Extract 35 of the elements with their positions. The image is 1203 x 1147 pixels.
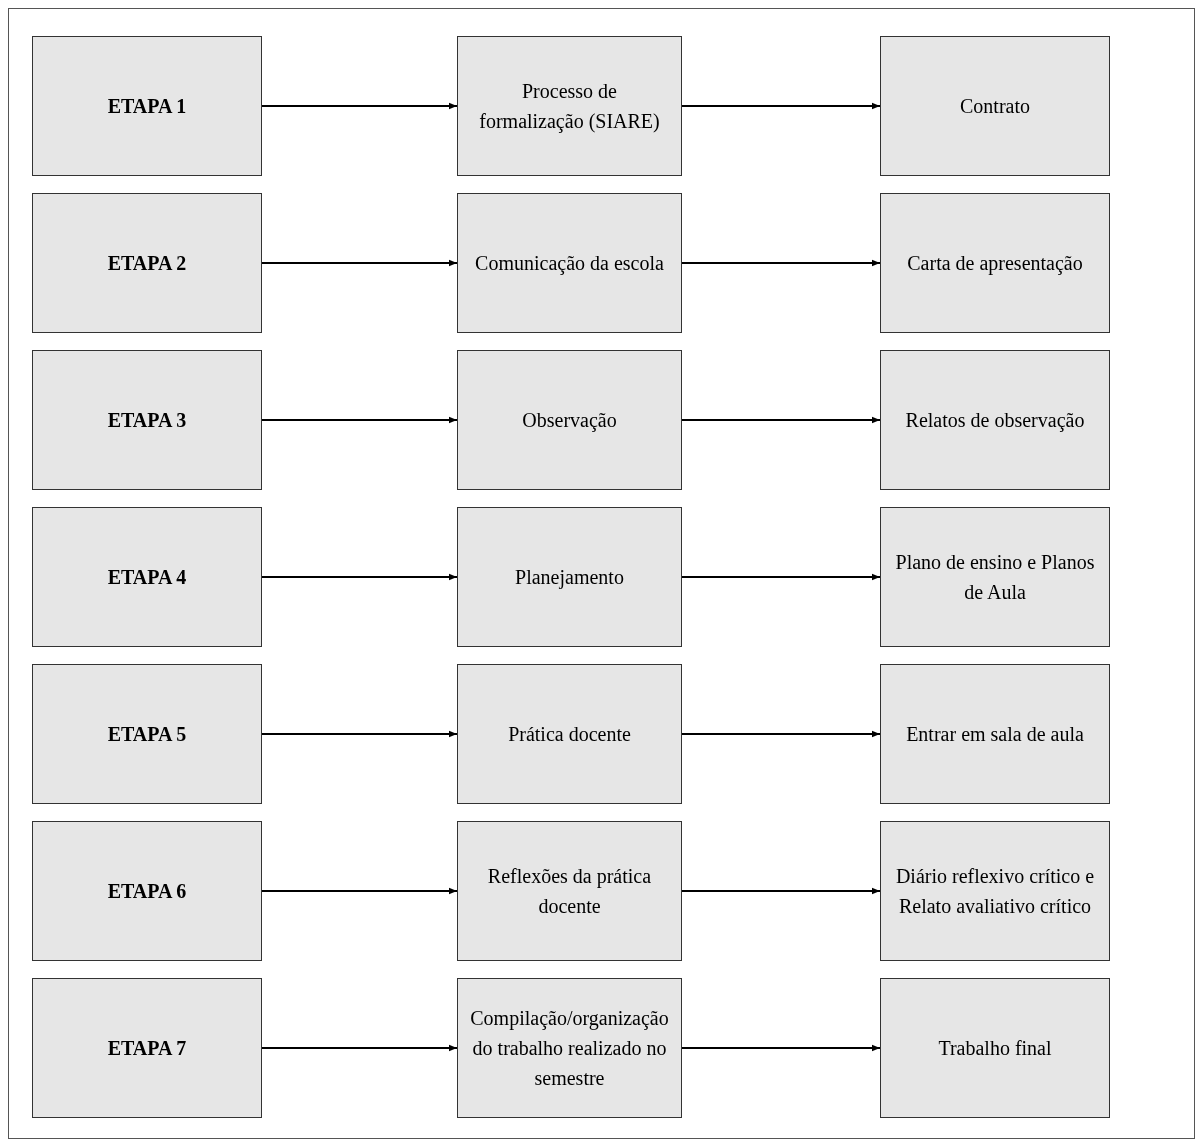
stage-box: ETAPA 6	[32, 821, 262, 961]
process-box: Observação	[457, 350, 682, 490]
stage-box: ETAPA 7	[32, 978, 262, 1118]
arrow	[681, 259, 881, 267]
process-box: Processo de formalização (SIARE)	[457, 36, 682, 176]
arrow	[261, 887, 458, 895]
stage-box: ETAPA 4	[32, 507, 262, 647]
process-box: Prática docente	[457, 664, 682, 804]
arrow	[261, 573, 458, 581]
stage-box: ETAPA 2	[32, 193, 262, 333]
process-box: Entrar em sala de aula	[880, 664, 1110, 804]
process-box: Contrato	[880, 36, 1110, 176]
process-box: Compilação/organização do trabalho realizado no semestre	[457, 978, 682, 1118]
process-box: Trabalho final	[880, 978, 1110, 1118]
arrow	[681, 102, 881, 110]
arrow	[681, 730, 881, 738]
stage-box: ETAPA 5	[32, 664, 262, 804]
arrow	[261, 1044, 458, 1052]
process-box: Plano de ensino e Planos de Aula	[880, 507, 1110, 647]
process-box: Comunicação da escola	[457, 193, 682, 333]
arrow	[681, 573, 881, 581]
arrow	[681, 887, 881, 895]
process-box: Relatos de observação	[880, 350, 1110, 490]
arrow	[261, 730, 458, 738]
arrow	[261, 416, 458, 424]
process-box: Planejamento	[457, 507, 682, 647]
process-box: Diário reflexivo crítico e Relato avaliativo crítico	[880, 821, 1110, 961]
stage-box: ETAPA 3	[32, 350, 262, 490]
process-box: Carta de apresentação	[880, 193, 1110, 333]
process-box: Reflexões da prática docente	[457, 821, 682, 961]
arrow	[681, 1044, 881, 1052]
arrow	[261, 102, 458, 110]
arrow	[681, 416, 881, 424]
arrow	[261, 259, 458, 267]
stage-box: ETAPA 1	[32, 36, 262, 176]
